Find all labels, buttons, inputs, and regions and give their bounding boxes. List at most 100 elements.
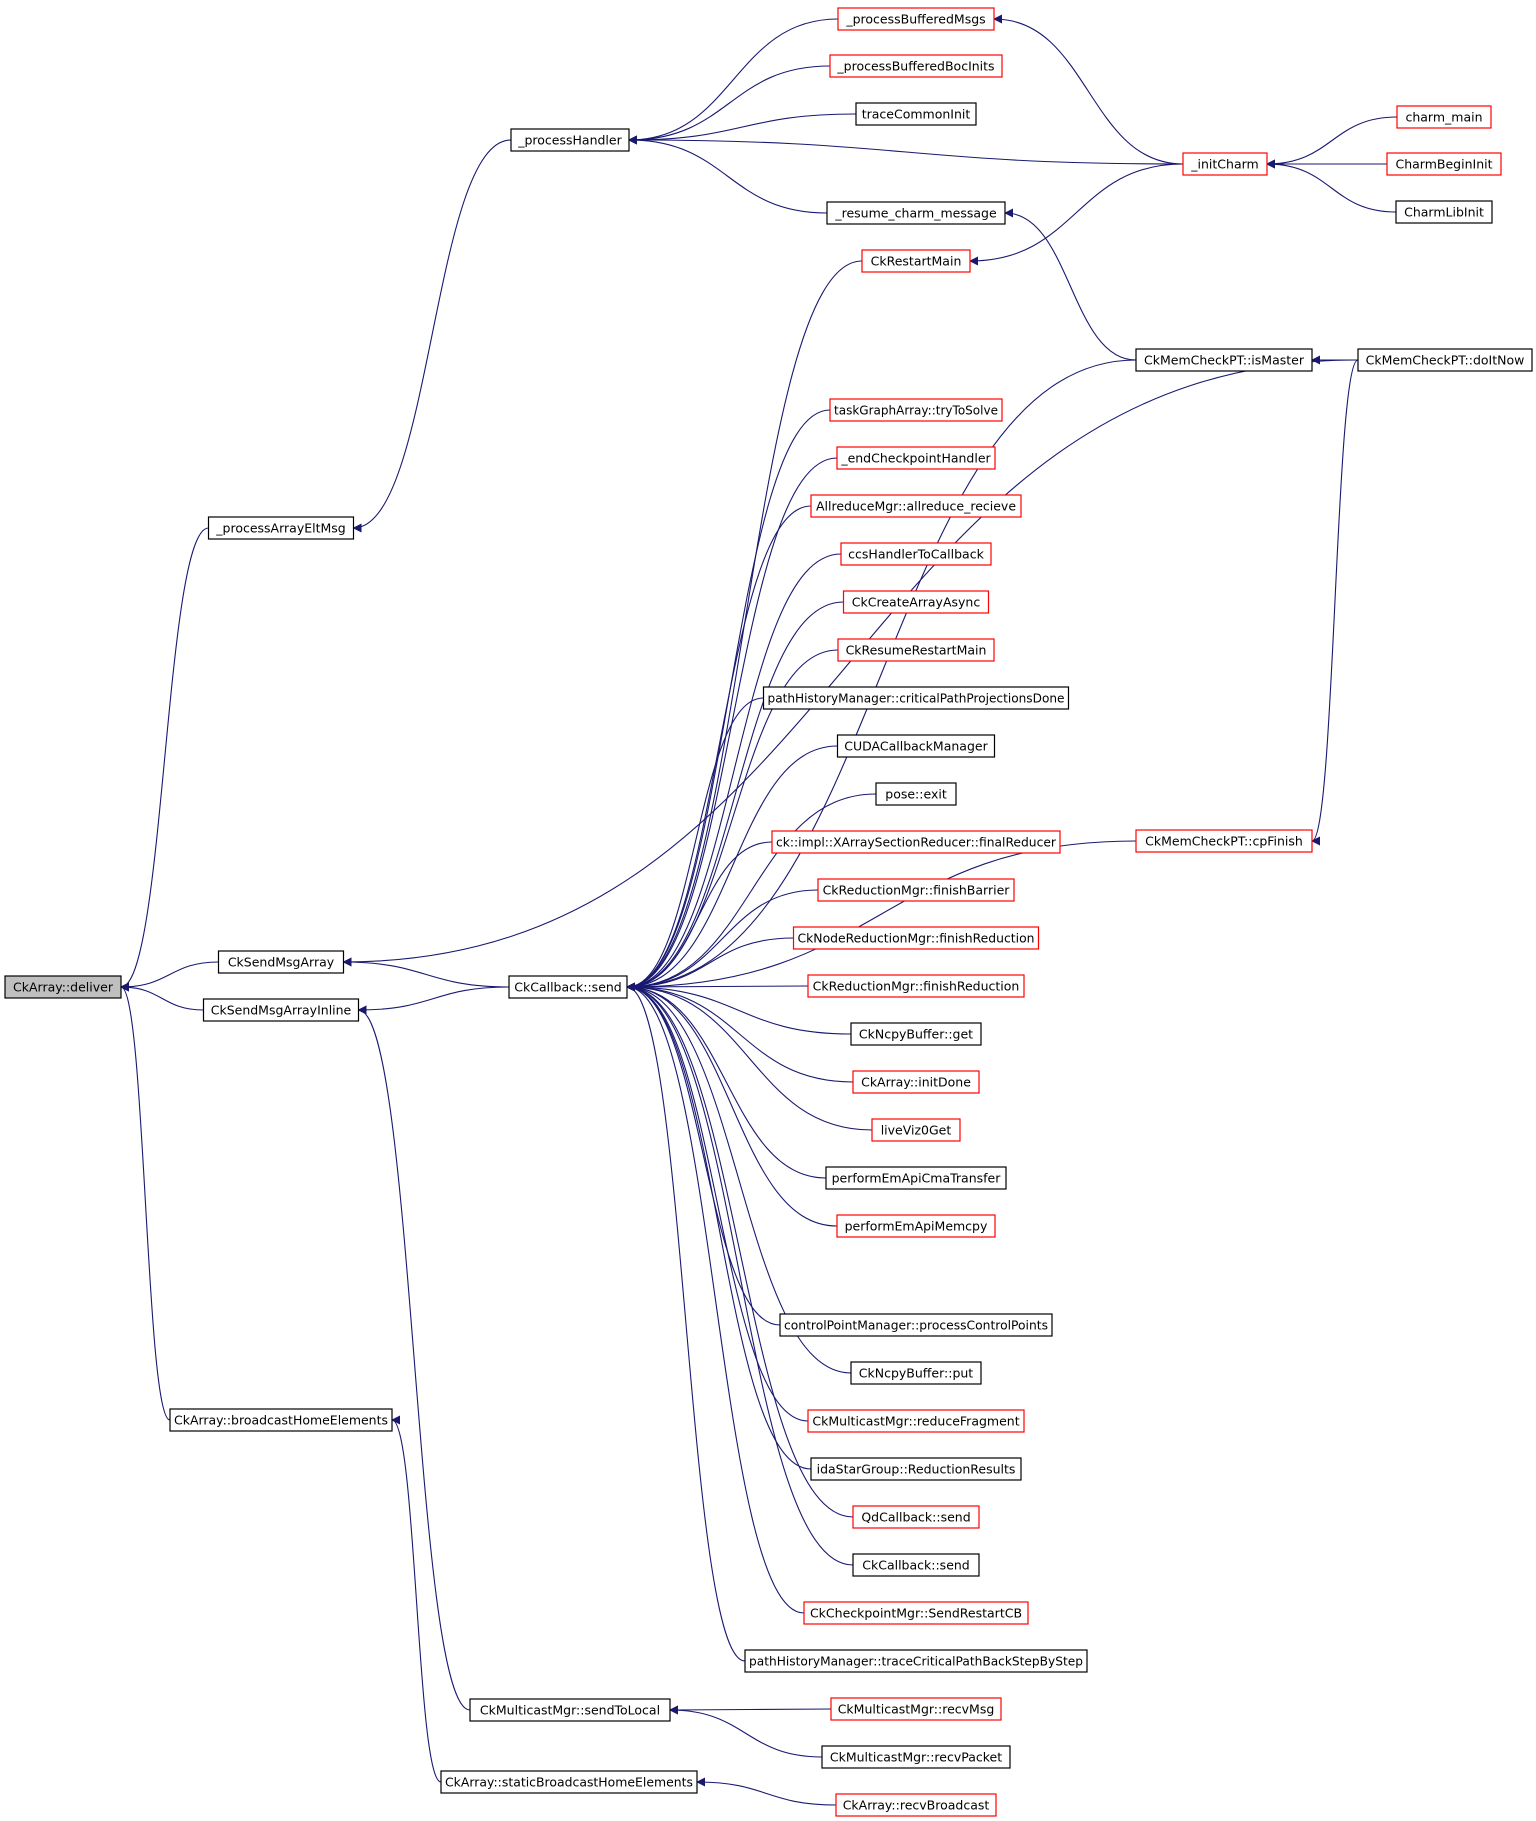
node-box <box>842 590 990 614</box>
graph-node-charmLib[interactable]: CharmLibInit <box>1395 200 1493 224</box>
edge-createArrayAsync-to-cbSend <box>626 601 844 992</box>
edge-cbSend-to-sendMsgArray <box>342 957 510 988</box>
edge-nodeFinishRed-to-cbSend <box>626 937 794 992</box>
node-label: CkSendMsgArray <box>228 955 335 970</box>
edge-recvPacket-to-mcastSendToLocal <box>669 1705 823 1758</box>
node-box <box>852 1553 980 1577</box>
graph-node-cudaCb[interactable]: CUDACallbackManager <box>836 734 996 758</box>
graph-node-liveViz[interactable]: liveViz0Get <box>871 1118 961 1142</box>
node-box <box>169 1408 393 1432</box>
edge-sendMsgArrayInline-to-deliver <box>120 982 204 1011</box>
edge-doItNow-to-cpFinish <box>1311 359 1359 846</box>
node-label: CkMemCheckPT::doItNow <box>1366 353 1525 368</box>
edges-layer <box>120 14 1398 1806</box>
node-box <box>792 926 1040 950</box>
graph-node-ncpyPut[interactable]: CkNcpyBuffer::put <box>850 1361 982 1385</box>
node-label: ccsHandlerToCallback <box>848 547 984 562</box>
graph-node-reduceFragment[interactable]: CkMulticastMgr::reduceFragment <box>807 1409 1025 1433</box>
graph-node-initCharm[interactable]: _initCharm <box>1182 152 1268 176</box>
graph-node-resumeRestart[interactable]: CkResumeRestartMain <box>837 638 995 662</box>
node-box <box>836 446 996 470</box>
graph-node-cbSend2[interactable]: CkCallback::send <box>852 1553 980 1577</box>
node-label: _processArrayEltMsg <box>215 521 345 536</box>
graph-node-nodeFinishRed[interactable]: CkNodeReductionMgr::finishReduction <box>792 926 1040 950</box>
graph-node-processBufferedBocInits[interactable]: _processBufferedBocInits <box>829 54 1003 78</box>
edge-isMaster-to-resumeCharm <box>1004 208 1137 361</box>
graph-node-processArrayEltMsg[interactable]: _processArrayEltMsg <box>207 516 355 540</box>
graph-node-finalReducer[interactable]: ck::impl::XArraySectionReducer::finalRed… <box>771 830 1061 854</box>
graph-node-allreduce[interactable]: AllreduceMgr::allreduce_recieve <box>810 494 1022 518</box>
node-label: performEmApiCmaTransfer <box>832 1171 1002 1186</box>
node-box <box>803 1601 1029 1625</box>
graph-node-restartMain[interactable]: CkRestartMain <box>861 249 971 273</box>
graph-node-broadcastHome[interactable]: CkArray::broadcastHomeElements <box>169 1408 393 1432</box>
graph-node-initDone[interactable]: CkArray::initDone <box>852 1070 980 1094</box>
graph-node-traceBack[interactable]: pathHistoryManager::traceCriticalPathBac… <box>744 1649 1088 1673</box>
edge-liveViz-to-cbSend <box>626 982 873 1131</box>
node-label: CkArray::initDone <box>861 1075 971 1090</box>
graph-node-sendMsgArrayInline[interactable]: CkSendMsgArrayInline <box>202 998 360 1022</box>
node-label: CkRestartMain <box>871 254 962 269</box>
node-label: CkCallback::send <box>862 1558 970 1573</box>
graph-node-charmMain[interactable]: charm_main <box>1396 105 1492 129</box>
edge-charmMain-to-initCharm <box>1266 116 1398 169</box>
graph-node-idaStar[interactable]: idaStarGroup::ReductionResults <box>810 1457 1022 1481</box>
graph-node-recvPacket[interactable]: CkMulticastMgr::recvPacket <box>821 1745 1011 1769</box>
graph-node-recvMsg[interactable]: CkMulticastMgr::recvMsg <box>830 1697 1002 1721</box>
edge-cbSend2-to-cbSend <box>626 982 854 1566</box>
graph-node-recvBroadcast[interactable]: CkArray::recvBroadcast <box>835 1793 997 1817</box>
graph-node-createArrayAsync[interactable]: CkCreateArrayAsync <box>842 590 990 614</box>
graph-node-qdCb[interactable]: QdCallback::send <box>852 1505 980 1529</box>
graph-node-endCkpt[interactable]: _endCheckpointHandler <box>836 446 996 470</box>
edge-controlPoints-to-cbSend <box>626 982 781 1326</box>
node-label: CkReductionMgr::finishBarrier <box>823 883 1011 898</box>
node-label: CkResumeRestartMain <box>846 643 987 658</box>
node-label: CkMulticastMgr::recvMsg <box>838 1702 995 1717</box>
graph-node-mcastSendToLocal[interactable]: CkMulticastMgr::sendToLocal <box>469 1698 671 1722</box>
edge-finalReducer-to-cbSend <box>626 841 773 992</box>
graph-node-sendMsgArray[interactable]: CkSendMsgArray <box>217 950 345 974</box>
node-label: pathHistoryManager::criticalPathProjecti… <box>768 691 1065 706</box>
node-box <box>836 734 996 758</box>
node-box <box>1182 152 1268 176</box>
edge-cudaCb-to-cbSend <box>626 745 838 992</box>
edge-cmaTransfer-to-cbSend <box>626 982 827 1179</box>
edge-initCharm-to-processHandler <box>628 135 1184 165</box>
graph-node-staticBroadcast[interactable]: CkArray::staticBroadcastHomeElements <box>440 1770 698 1794</box>
graph-node-controlPoints[interactable]: controlPointManager::processControlPoint… <box>779 1313 1053 1337</box>
node-label: traceCommonInit <box>862 107 971 122</box>
graph-node-processBufferedMsgs[interactable]: _processBufferedMsgs <box>837 7 995 31</box>
graph-node-finishBarrier[interactable]: CkReductionMgr::finishBarrier <box>817 878 1015 902</box>
edge-allreduce-to-cbSend <box>626 505 812 992</box>
graph-node-isMaster[interactable]: CkMemCheckPT::isMaster <box>1135 348 1313 372</box>
edge-sendRestartCB-to-cbSend <box>626 982 805 1614</box>
graph-node-deliver[interactable]: CkArray::deliver <box>4 975 122 999</box>
graph-node-finishRed[interactable]: CkReductionMgr::finishReduction <box>807 974 1025 998</box>
graph-node-memcpy[interactable]: performEmApiMemcpy <box>836 1214 996 1238</box>
edge-initCharm-to-restartMain <box>969 163 1184 266</box>
graph-node-sendRestartCB[interactable]: CkCheckpointMgr::SendRestartCB <box>803 1601 1029 1625</box>
node-box <box>440 1770 698 1794</box>
graph-node-taskGraph[interactable]: taskGraphArray::tryToSolve <box>829 398 1003 422</box>
edge-endCkpt-to-cbSend <box>626 457 838 992</box>
graph-node-traceCommonInit[interactable]: traceCommonInit <box>855 102 977 126</box>
node-box <box>207 516 355 540</box>
node-label: controlPointManager::processControlPoint… <box>784 1318 1048 1333</box>
graph-node-ncpyGet[interactable]: CkNcpyBuffer::get <box>850 1022 982 1046</box>
node-label: _processBufferedBocInits <box>836 59 994 74</box>
graph-node-doItNow[interactable]: CkMemCheckPT::doItNow <box>1357 348 1533 372</box>
graph-node-cmaTransfer[interactable]: performEmApiCmaTransfer <box>825 1166 1007 1190</box>
node-box <box>202 998 360 1022</box>
graph-node-poseExit[interactable]: pose::exit <box>875 782 957 806</box>
graph-node-cpFinish[interactable]: CkMemCheckPT::cpFinish <box>1135 829 1313 853</box>
graph-node-processHandler[interactable]: _processHandler <box>510 128 630 152</box>
graph-node-resumeCharm[interactable]: _resume_charm_message <box>826 201 1006 225</box>
graph-node-criticalPath[interactable]: pathHistoryManager::criticalPathProjecti… <box>762 686 1070 710</box>
graph-node-charmBegin[interactable]: CharmBeginInit <box>1386 152 1502 176</box>
graph-node-ccsHandler[interactable]: ccsHandlerToCallback <box>840 542 992 566</box>
node-label: CkMulticastMgr::reduceFragment <box>812 1414 1019 1429</box>
edge-initCharm-to-processBufferedMsgs <box>993 14 1184 165</box>
graph-node-cbSend[interactable]: CkCallback::send <box>508 975 628 999</box>
edge-traceCommonInit-to-processHandler <box>628 113 857 145</box>
edge-processArrayEltMsg-to-deliver <box>120 527 209 992</box>
